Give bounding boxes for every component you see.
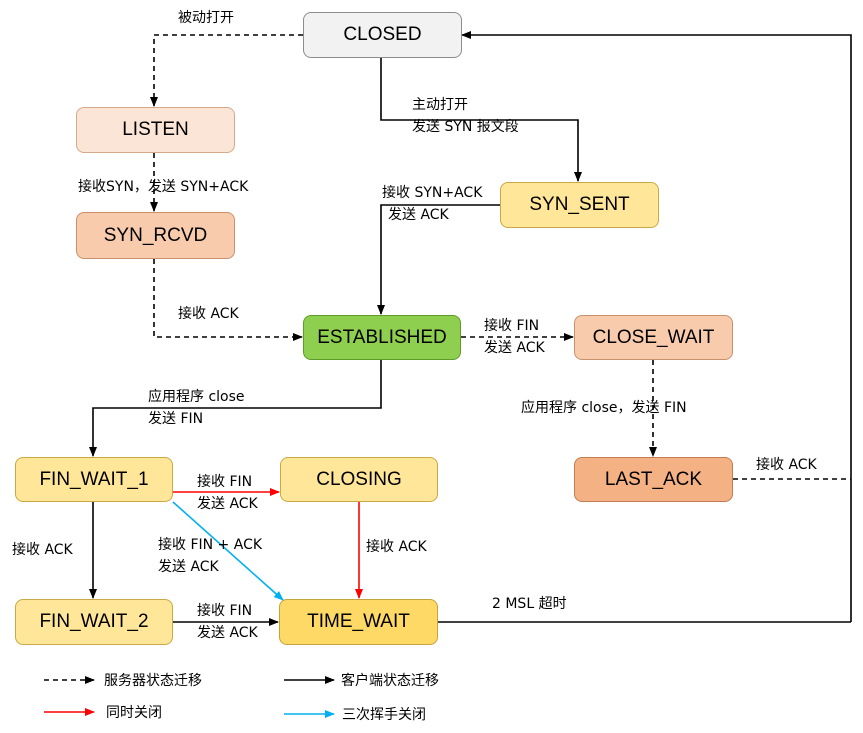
label-finwait1-timewait-2: 发送 ACK bbox=[158, 559, 219, 575]
arrow-synrcvd-established bbox=[153, 259, 303, 341]
state-established: ESTABLISHED bbox=[303, 315, 461, 360]
state-fin-wait-2: FIN_WAIT_2 bbox=[15, 599, 173, 645]
label-finwait1-closing-2: 发送 ACK bbox=[197, 496, 258, 512]
legend-simultaneous-label: 同时关闭 bbox=[106, 705, 162, 721]
label-synsent-est-2: 发送 ACK bbox=[388, 207, 449, 223]
label-listen-synrcvd: 接收SYN，发送 SYN+ACK bbox=[78, 179, 249, 195]
label-active-open-2: 发送 SYN 报文段 bbox=[412, 119, 519, 135]
state-last-ack: LAST_ACK bbox=[574, 457, 733, 502]
label-est-closewait-2: 发送 ACK bbox=[484, 340, 545, 356]
label-synsent-est-1: 接收 SYN+ACK bbox=[382, 185, 483, 201]
arrow-finwait1-timewait bbox=[172, 501, 284, 601]
state-syn-rcvd: SYN_RCVD bbox=[76, 212, 235, 259]
arrow-established-finwait1 bbox=[89, 360, 382, 457]
label-timewait-closed: 2 MSL 超时 bbox=[492, 596, 567, 612]
label-finwait2-timewait-2: 发送 ACK bbox=[197, 625, 258, 641]
label-est-closewait-1: 接收 FIN bbox=[484, 318, 540, 334]
label-closewait-lastack: 应用程序 close，发送 FIN bbox=[521, 400, 687, 416]
state-close-wait: CLOSE_WAIT bbox=[574, 315, 733, 360]
legend-server-label: 服务器状态迁移 bbox=[104, 673, 202, 689]
arrow-closed-listen bbox=[150, 34, 303, 107]
label-finwait1-finwait2: 接收 ACK bbox=[12, 542, 73, 558]
arrow-synsent-established bbox=[377, 204, 500, 315]
state-time-wait: TIME_WAIT bbox=[279, 599, 438, 645]
arrow-return-closed bbox=[461, 31, 852, 622]
legend-three-way-label: 三次挥手关闭 bbox=[342, 707, 426, 723]
label-lastack-closed: 接收 ACK bbox=[756, 457, 817, 473]
arrow-closed-synsent bbox=[380, 58, 582, 182]
state-listen: LISTEN bbox=[76, 107, 235, 153]
label-finwait2-timewait-1: 接收 FIN bbox=[197, 603, 253, 619]
label-active-open-1: 主动打开 bbox=[412, 97, 468, 113]
state-fin-wait-1: FIN_WAIT_1 bbox=[15, 457, 173, 502]
label-finwait1-closing-1: 接收 FIN bbox=[197, 474, 253, 490]
state-closing: CLOSING bbox=[280, 457, 438, 502]
label-est-finwait1-1: 应用程序 close bbox=[148, 389, 245, 405]
label-closing-timewait: 接收 ACK bbox=[366, 539, 427, 555]
legend-client-label: 客户端状态迁移 bbox=[341, 673, 439, 689]
state-closed: CLOSED bbox=[303, 12, 462, 58]
label-est-finwait1-2: 发送 FIN bbox=[148, 411, 204, 427]
label-passive-open: 被动打开 bbox=[178, 10, 234, 26]
label-synrcvd-est: 接收 ACK bbox=[178, 306, 239, 322]
label-finwait1-timewait-1: 接收 FIN + ACK bbox=[158, 537, 263, 553]
state-syn-sent: SYN_SENT bbox=[500, 182, 659, 228]
